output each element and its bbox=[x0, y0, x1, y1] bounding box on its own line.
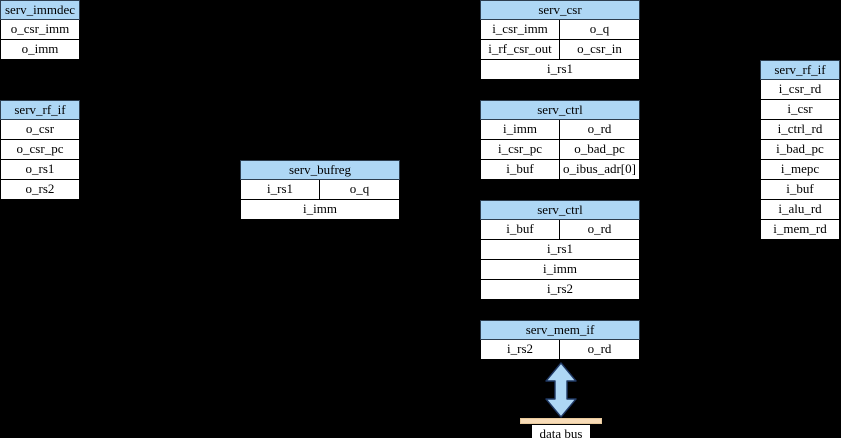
output-port-cell: o_rd bbox=[560, 220, 640, 240]
module-title: serv_rf_if bbox=[760, 60, 840, 80]
port-row: o_rs2 bbox=[0, 180, 80, 200]
output-port-cell: o_bad_pc bbox=[560, 140, 640, 160]
input-port-cell: o_rs1 bbox=[0, 160, 80, 180]
input-port-cell: i_mem_rd bbox=[760, 220, 840, 240]
output-port-cell: o_q bbox=[560, 20, 640, 40]
port-row: i_mem_rd bbox=[760, 220, 840, 240]
input-port-cell: i_buf bbox=[480, 160, 560, 180]
input-port-cell: o_csr bbox=[0, 120, 80, 140]
input-port-cell: i_bad_pc bbox=[760, 140, 840, 160]
input-port-cell: o_imm bbox=[0, 40, 80, 60]
input-port-cell: i_ctrl_rd bbox=[760, 120, 840, 140]
input-port-cell: o_csr_imm bbox=[0, 20, 80, 40]
module-title: serv_rf_if bbox=[0, 100, 80, 120]
output-port-cell: o_rd bbox=[560, 340, 640, 360]
input-port-cell: i_buf bbox=[760, 180, 840, 200]
output-port-cell: o_ibus_adr[0] bbox=[560, 160, 640, 180]
input-port-cell: o_rs2 bbox=[0, 180, 80, 200]
module-title: serv_mem_if bbox=[480, 320, 640, 340]
input-port-cell: i_rs2 bbox=[480, 340, 560, 360]
port-row: i_mepc bbox=[760, 160, 840, 180]
port-row: i_alu_rd bbox=[760, 200, 840, 220]
port-row: i_buf bbox=[760, 180, 840, 200]
port-row: i_csr_rd bbox=[760, 80, 840, 100]
port-row: i_ctrl_rd bbox=[760, 120, 840, 140]
input-port-cell: i_imm bbox=[240, 200, 400, 220]
input-port-cell: i_buf bbox=[480, 220, 560, 240]
output-port-cell: o_q bbox=[320, 180, 400, 200]
port-row: o_csr bbox=[0, 120, 80, 140]
input-port-cell: i_rs2 bbox=[480, 280, 640, 300]
port-row: i_bad_pc bbox=[760, 140, 840, 160]
input-port-cell: i_csr_rd bbox=[760, 80, 840, 100]
port-row: i_imm bbox=[240, 200, 400, 220]
input-port-cell: o_csr_pc bbox=[0, 140, 80, 160]
input-port-cell: i_csr_imm bbox=[480, 20, 560, 40]
module-title: serv_ctrl bbox=[480, 200, 640, 220]
output-port-cell: o_csr_in bbox=[560, 40, 640, 60]
data-bus-label: data bus bbox=[531, 424, 591, 438]
port-row: o_csr_pc bbox=[0, 140, 80, 160]
module-title: serv_ctrl bbox=[480, 100, 640, 120]
module-title: serv_bufreg bbox=[240, 160, 400, 180]
input-port-cell: i_rs1 bbox=[480, 60, 640, 80]
port-row: i_rs1 bbox=[480, 60, 640, 80]
port-row: i_rs1 bbox=[480, 240, 640, 260]
bidirectional-arrow-icon bbox=[545, 362, 577, 418]
input-port-cell: i_imm bbox=[480, 120, 560, 140]
input-port-cell: i_csr bbox=[760, 100, 840, 120]
port-row: i_csr bbox=[760, 100, 840, 120]
input-port-cell: i_csr_pc bbox=[480, 140, 560, 160]
port-row: o_imm bbox=[0, 40, 80, 60]
port-row: o_rs1 bbox=[0, 160, 80, 180]
input-port-cell: i_alu_rd bbox=[760, 200, 840, 220]
module-title: serv_immdec bbox=[0, 0, 80, 20]
port-row: o_csr_imm bbox=[0, 20, 80, 40]
input-port-cell: i_mepc bbox=[760, 160, 840, 180]
input-port-cell: i_rf_csr_out bbox=[480, 40, 560, 60]
module-title: serv_csr bbox=[480, 0, 640, 20]
input-port-cell: i_rs1 bbox=[480, 240, 640, 260]
data-bus-bar bbox=[520, 418, 602, 424]
input-port-cell: i_rs1 bbox=[240, 180, 320, 200]
port-row: i_rs2 bbox=[480, 280, 640, 300]
output-port-cell: o_rd bbox=[560, 120, 640, 140]
input-port-cell: i_imm bbox=[480, 260, 640, 280]
port-row: i_imm bbox=[480, 260, 640, 280]
